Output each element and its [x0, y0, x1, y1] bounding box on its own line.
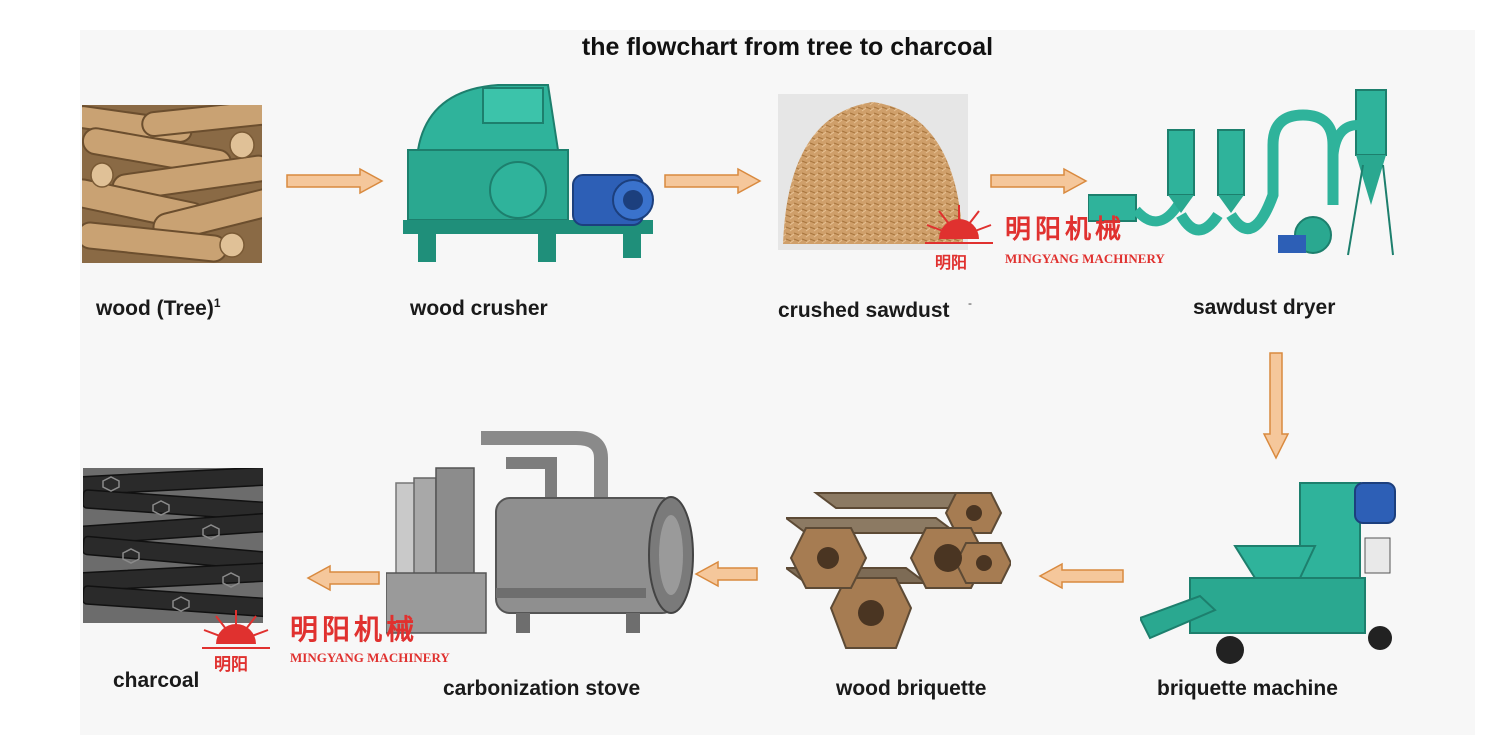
arrow-crusher-to-sawdust: [664, 167, 762, 195]
arrow-stove-to-charcoal: [306, 564, 380, 592]
arrow-tree-to-crusher: [286, 167, 384, 195]
label-wood-crusher: wood crusher: [410, 297, 548, 320]
label-carbonization-stove: carbonization stove: [443, 677, 641, 700]
label-sawdust-dryer: sawdust dryer: [1193, 296, 1336, 319]
sun-logo-icon: [202, 610, 270, 649]
watermark-cn-text: 明阳机械: [290, 613, 419, 646]
arrow-machine-to-briquette: [1038, 562, 1124, 590]
wood-briquette-image: [786, 492, 1011, 649]
watermark-logo-bottom: 明阳机械 明阳 MINGYANG MACHINERY: [200, 604, 460, 675]
wood-logs-image: [82, 105, 262, 263]
carbonization-stove-image: [386, 431, 694, 634]
sawdust-dryer-image: [1088, 89, 1394, 256]
label-briquette-machine: briquette machine: [1157, 677, 1338, 700]
label-superscript: 1: [213, 296, 221, 310]
arrow-sawdust-to-dryer: [990, 167, 1088, 195]
charcoal-image: [83, 468, 263, 623]
label-wood-briquette: wood briquette: [836, 677, 987, 700]
label-crushed-sawdust: crushed sawdust: [778, 299, 950, 322]
watermark-cn-short: 明阳: [935, 253, 968, 272]
watermark-logo-top: 明阳机械 明阳 MINGYANG MACHINERY: [925, 203, 1170, 273]
briquette-machine-image: [1140, 482, 1396, 664]
label-charcoal: charcoal: [113, 669, 200, 692]
watermark-cn-short: 明阳: [214, 655, 248, 675]
wood-crusher-image: [403, 84, 654, 262]
arrow-dryer-to-briquette-machine: [1262, 352, 1290, 460]
sawdust-image: [778, 94, 968, 250]
label-wood-tree: wood (Tree)1: [96, 296, 221, 320]
watermark-cn-text: 明阳机械: [1005, 215, 1126, 245]
arrow-briquette-to-stove: [694, 560, 758, 588]
page-title: the flowchart from tree to charcoal: [581, 33, 994, 61]
sun-logo-icon: [925, 205, 993, 244]
watermark-en-text: MINGYANG MACHINERY: [290, 650, 450, 665]
stray-mark: -: [968, 296, 972, 310]
watermark-en-text: MINGYANG MACHINERY: [1005, 251, 1165, 266]
